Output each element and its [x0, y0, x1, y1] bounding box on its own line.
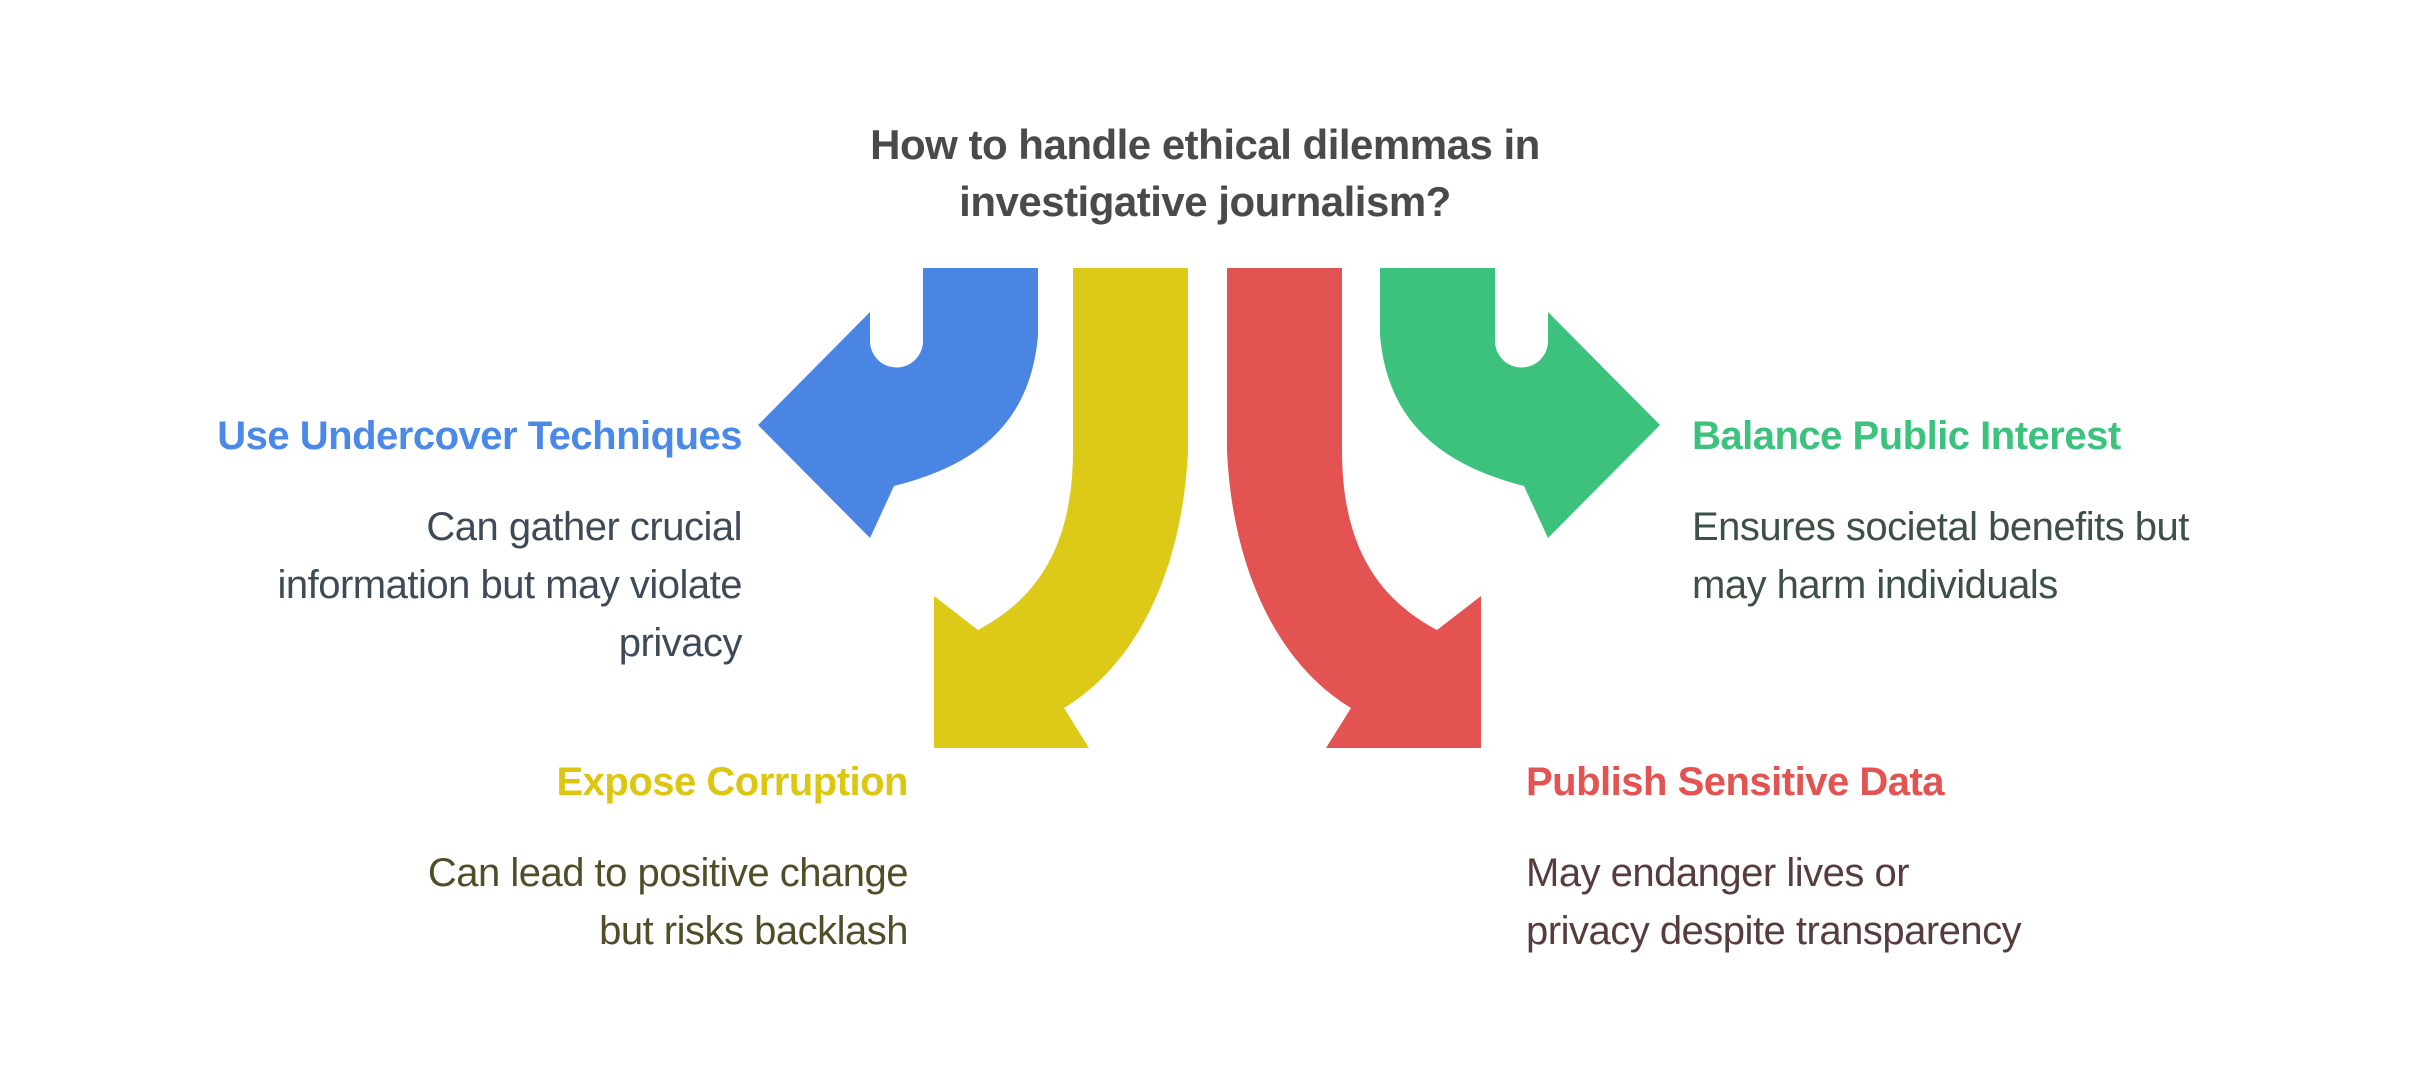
option-description-publish-sensitive-data: May endanger lives or privacy despite tr…: [1526, 844, 2022, 960]
option-heading-publish-sensitive-data: Publish Sensitive Data: [1526, 760, 1945, 804]
curved-arrow-left-icon: [758, 268, 1038, 538]
option-description-expose-corruption: Can lead to positive change but risks ba…: [0, 844, 909, 960]
curved-arrow-right-icon: [1380, 268, 1660, 538]
page-title-line-1: How to handle ethical dilemmas in: [870, 121, 1540, 168]
page-title-line-2: investigative journalism?: [959, 178, 1451, 225]
page-title: How to handle ethical dilemmas in invest…: [655, 116, 1755, 230]
description-line: Can lead to positive change: [427, 851, 909, 895]
description-line: Ensures societal benefits but: [1692, 505, 2189, 549]
option-description-use-undercover-techniques: Can gather crucial information but may v…: [0, 498, 742, 672]
description-line: privacy despite transparency: [1526, 909, 2022, 953]
description-line: information but may violate: [277, 563, 742, 607]
curved-arrow-down-left-icon: [934, 268, 1188, 748]
option-heading-balance-public-interest: Balance Public Interest: [1692, 414, 2121, 458]
option-heading-expose-corruption: Expose Corruption: [556, 760, 908, 804]
description-line: May endanger lives or: [1526, 851, 1910, 895]
description-line: privacy: [618, 621, 743, 665]
description-line: Can gather crucial: [426, 505, 742, 549]
description-line: but risks backlash: [599, 909, 908, 953]
option-heading-use-undercover-techniques: Use Undercover Techniques: [217, 414, 742, 458]
description-line: may harm individuals: [1692, 563, 2058, 607]
curved-arrow-down-right-icon: [1227, 268, 1481, 748]
option-description-balance-public-interest: Ensures societal benefits but may harm i…: [1692, 498, 2189, 614]
